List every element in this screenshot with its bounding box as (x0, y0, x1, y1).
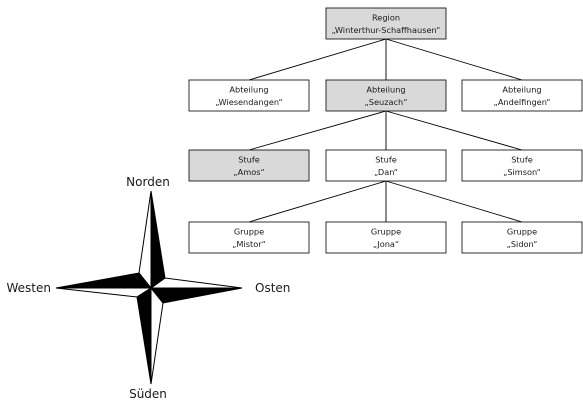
node-abteilung-wiesendangen-type: Abteilung (229, 85, 268, 95)
node-gruppe-sidon-name: „Sidon“ (507, 239, 538, 249)
node-abteilung-andelfingen-type: Abteilung (502, 85, 541, 95)
node-stufe-dan-type: Stufe (375, 155, 397, 165)
node-gruppe-mistor-type: Gruppe (234, 227, 264, 237)
node-stufe-amos-name: „Amos“ (233, 167, 265, 177)
node-stufe-dan-name: „Dan“ (374, 167, 398, 177)
connector-abteilung_seuzach-stufe_amos (248, 110, 387, 151)
node-abteilung-seuzach-type: Abteilung (366, 85, 405, 95)
connector-region-abteilung_andelfingen (385, 38, 523, 81)
node-abteilung-wiesendangen-name: „Wiesendangen“ (215, 97, 282, 107)
node-stufe-simson: Stufe „Simson“ (461, 149, 583, 182)
node-stufe-simson-type: Stufe (511, 155, 533, 165)
connector-stufe_dan-gruppe_mistor (248, 180, 387, 223)
node-gruppe-sidon: Gruppe „Sidon“ (461, 221, 583, 254)
node-gruppe-jona: Gruppe „Jona“ (325, 221, 447, 254)
node-gruppe-jona-type: Gruppe (371, 227, 401, 237)
compass-north-label: Norden (126, 175, 170, 189)
node-region: Region „Winterthur-Schaffhausen“ (325, 7, 447, 40)
node-abteilung-seuzach-name: „Seuzach“ (365, 97, 408, 107)
compass-south-label: Süden (129, 387, 167, 401)
node-region-name: „Winterthur-Schaffhausen“ (332, 25, 441, 35)
node-stufe-amos-type: Stufe (238, 155, 260, 165)
connector-abteilung_seuzach-stufe_simson (385, 110, 523, 151)
compass-west-label: Westen (7, 281, 52, 295)
connector-stufe_dan-gruppe_sidon (385, 180, 523, 223)
node-gruppe-mistor-name: „Mistor“ (232, 239, 266, 249)
node-stufe-amos: Stufe „Amos“ (188, 149, 310, 182)
connector-region-abteilung_wiesendangen (248, 38, 387, 81)
connector-lines (248, 38, 523, 223)
node-region-type: Region (372, 13, 400, 23)
node-abteilung-andelfingen: Abteilung „Andelfingen“ (461, 79, 583, 112)
node-gruppe-sidon-type: Gruppe (507, 227, 537, 237)
compass-east-label: Osten (255, 281, 290, 295)
node-stufe-dan: Stufe „Dan“ (325, 149, 447, 182)
node-gruppe-mistor: Gruppe „Mistor“ (188, 221, 310, 254)
node-abteilung-seuzach: Abteilung „Seuzach“ (325, 79, 447, 112)
node-stufe-simson-name: „Simson“ (503, 167, 541, 177)
node-abteilung-wiesendangen: Abteilung „Wiesendangen“ (188, 79, 310, 112)
node-gruppe-jona-name: „Jona“ (373, 239, 399, 249)
compass-rose-icon: Norden Osten Süden Westen (7, 175, 291, 401)
node-abteilung-andelfingen-name: „Andelfingen“ (493, 97, 550, 107)
